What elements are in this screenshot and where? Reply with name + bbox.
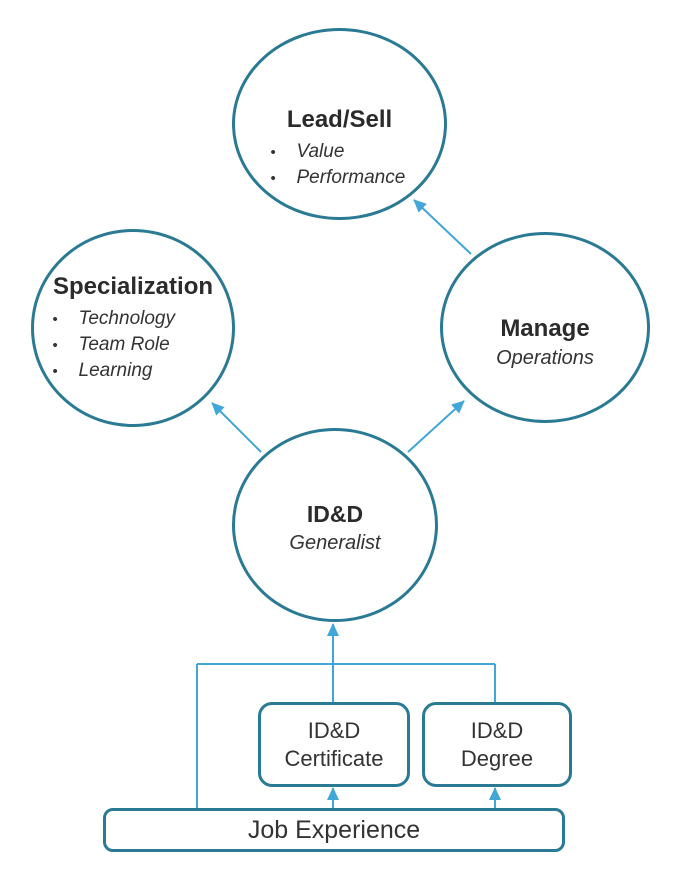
node-idd-certificate: ID&D Certificate: [258, 702, 410, 787]
node-manage: Manage Operations: [440, 232, 650, 423]
bullet-text: Learning: [78, 360, 153, 381]
list-item: • Technology: [53, 306, 218, 332]
certificate-label-line1: ID&D: [307, 717, 361, 743]
node-lead-sell: Lead/Sell • Value • Performance: [232, 28, 447, 220]
node-idd-generalist: ID&D Generalist: [232, 428, 438, 622]
bullet-text: Technology: [78, 308, 175, 329]
edge-idd-to-manage: [407, 400, 465, 453]
node-specialization: Specialization • Technology • Team Role • L…: [31, 229, 235, 427]
list-item: • Learning: [53, 358, 218, 384]
manage-title: Manage: [500, 314, 590, 342]
list-item: • Value: [271, 139, 421, 165]
list-item: • Performance: [271, 165, 421, 191]
bullet-icon: •: [52, 363, 58, 380]
list-item: • Team Role: [53, 332, 218, 358]
idd-title: ID&D: [306, 501, 364, 527]
bullet-icon: •: [52, 337, 58, 354]
lead-sell-bullet-list: • Value • Performance: [271, 139, 421, 191]
lead-sell-title: Lead/Sell: [286, 106, 393, 133]
specialization-title: Specialization: [52, 273, 214, 300]
specialization-bullet-list: • Technology • Team Role • Learning: [53, 306, 218, 384]
job-experience-label: Job Experience: [247, 816, 421, 844]
certificate-label-line2: Certificate: [284, 745, 384, 771]
bullet-text: Team Role: [78, 334, 170, 355]
degree-label-line2: Degree: [460, 745, 534, 771]
bullet-text: Performance: [296, 167, 406, 188]
edge-idd-to-specialization: [211, 402, 262, 453]
bullet-icon: •: [270, 144, 276, 161]
bullet-icon: •: [52, 311, 58, 328]
degree-label-line1: ID&D: [470, 717, 524, 743]
node-job-experience: Job Experience: [103, 808, 565, 852]
idd-subtitle: Generalist: [289, 532, 381, 554]
manage-subtitle: Operations: [496, 346, 594, 369]
edge-manage-to-lead-sell: [413, 199, 472, 255]
bullet-icon: •: [270, 170, 276, 187]
node-idd-degree: ID&D Degree: [422, 702, 572, 787]
bullet-text: Value: [296, 141, 345, 162]
